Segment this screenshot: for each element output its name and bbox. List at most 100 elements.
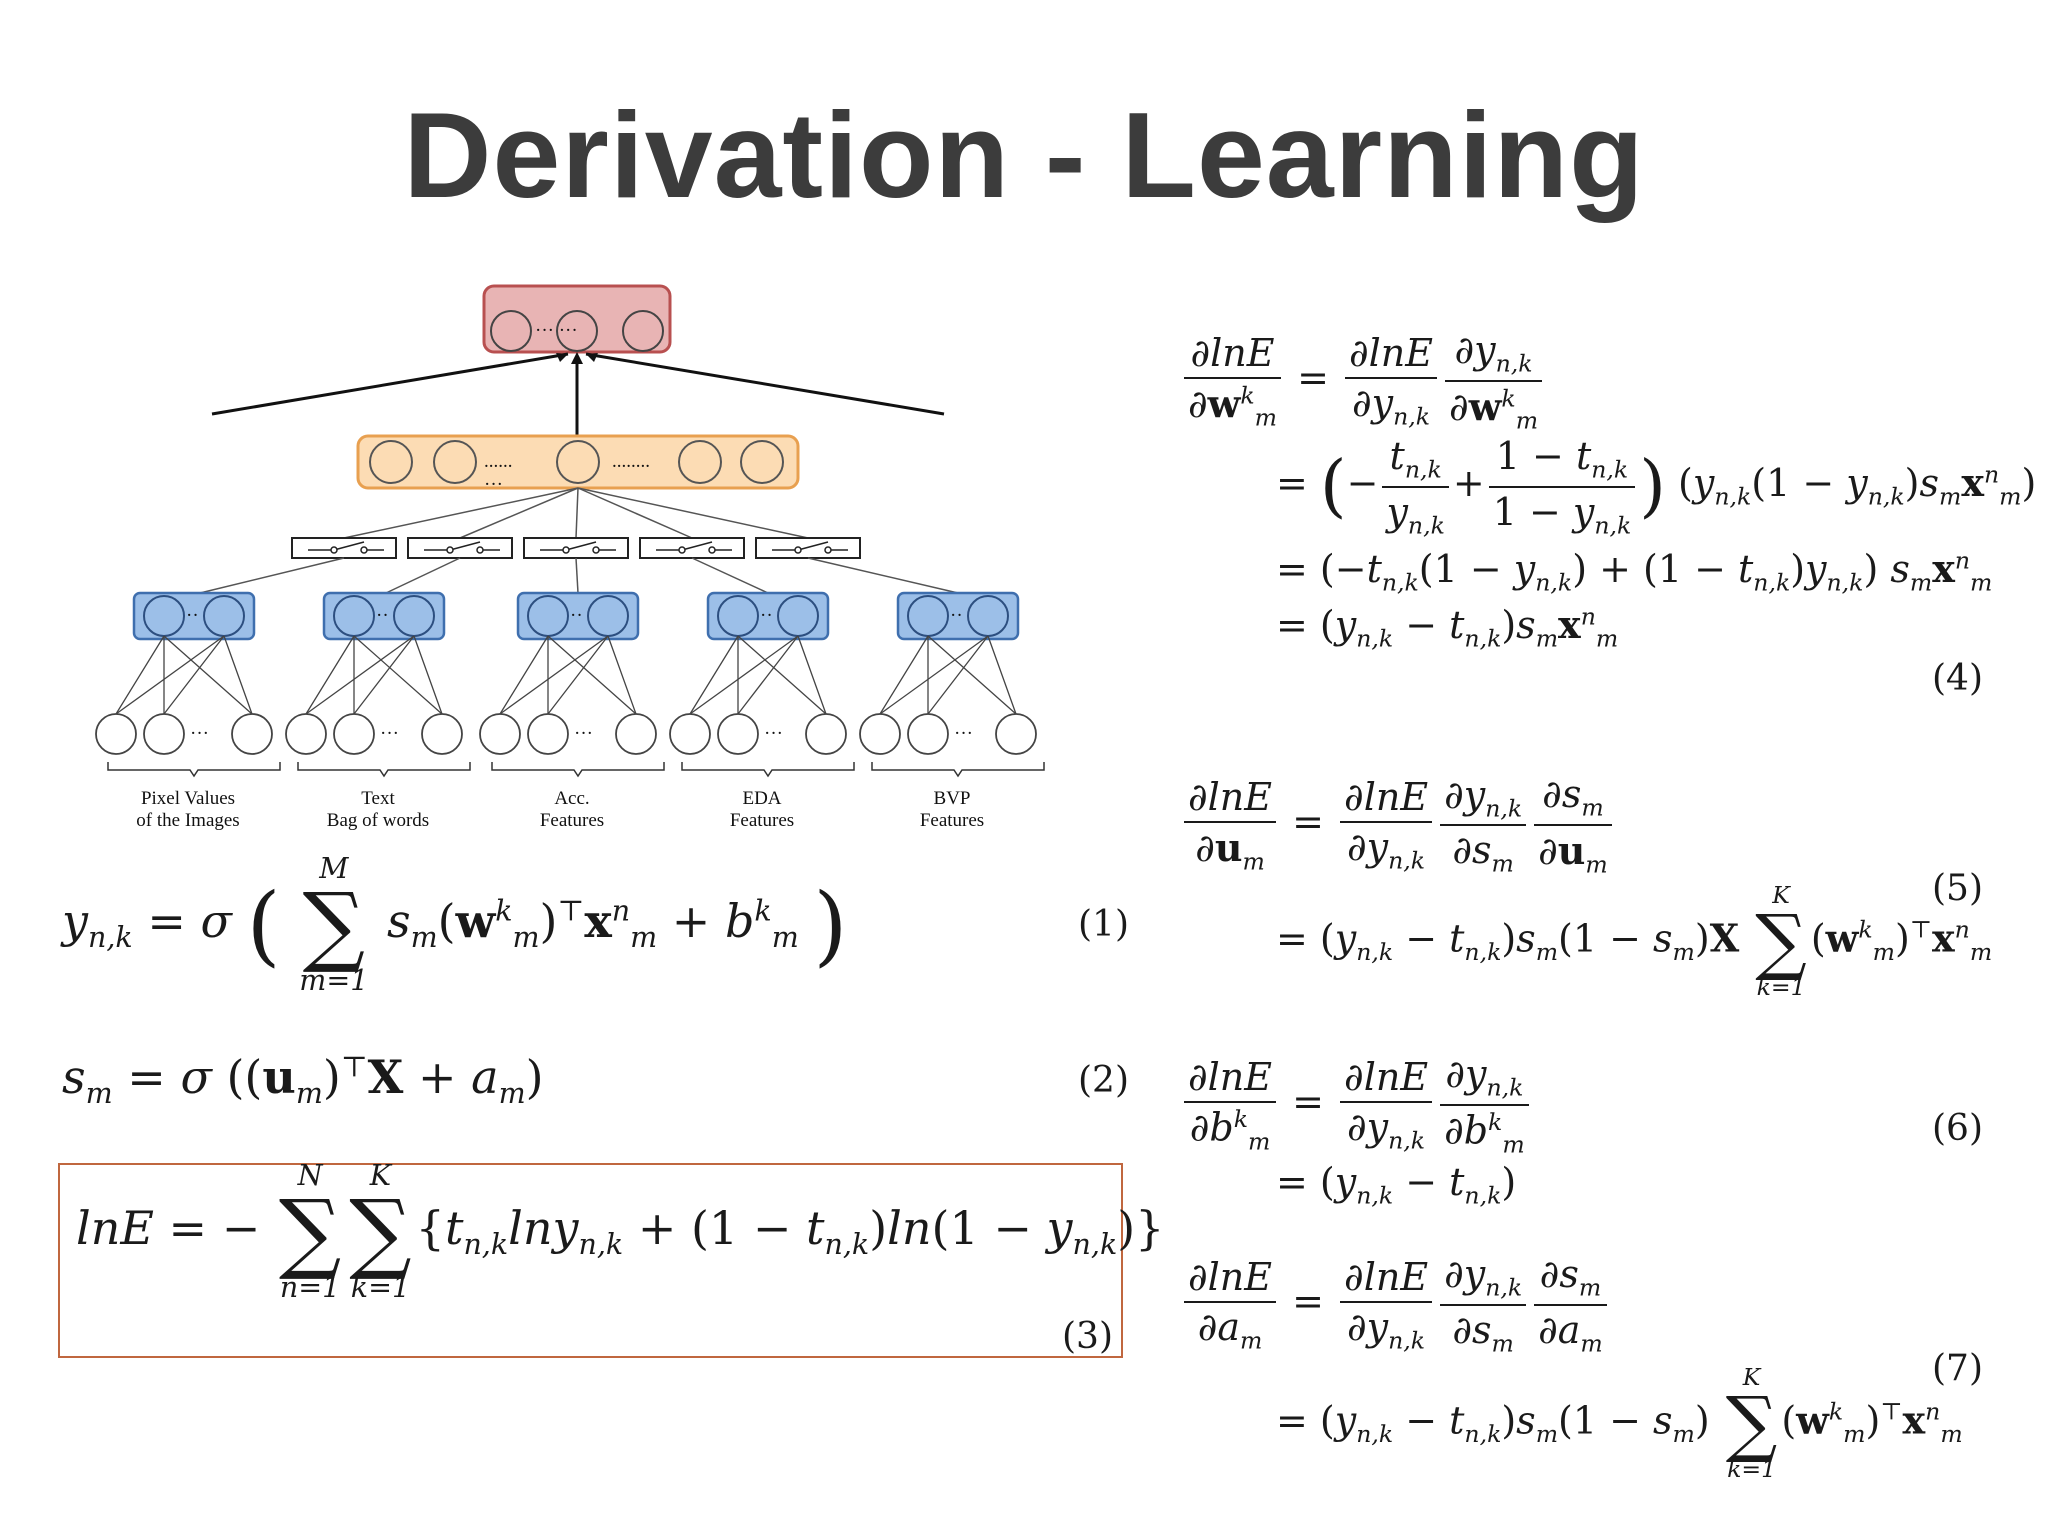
hidden-dots-below: ··· [484, 474, 503, 495]
input-node [907, 713, 949, 755]
arrow [211, 352, 569, 416]
modality-group: ·····Acc.Features [479, 591, 665, 831]
input-node [231, 713, 273, 755]
input-node [859, 713, 901, 755]
modality-label-line2: Bag of words [327, 810, 429, 831]
fan-lines [343, 487, 809, 539]
equation-number-7: (7) [1932, 1348, 1983, 1389]
slide-title: Derivation - Learning [403, 87, 1645, 223]
equation-number-5: (5) [1932, 868, 1983, 909]
modality-node [333, 595, 375, 637]
input-dots: ··· [574, 723, 593, 744]
modality-label-line2: Features [920, 810, 984, 831]
modality-node [203, 595, 245, 637]
equation-4-line-1: ∂lnE∂wkm = ∂lnE∂yn,k∂yn,k∂wkm [1180, 328, 1546, 434]
gate-switch [291, 537, 397, 559]
equation-6-line-1: ∂lnE∂bkm = ∂lnE∂yn,k∂yn,k∂bkm [1180, 1052, 1533, 1158]
equation-2: sm = σ ((um)⊤X + am) [62, 1050, 544, 1111]
equation-4-line-3: = (−tn,k(1 − yn,k) + (1 − tn,k)yn,k) smx… [1276, 546, 1993, 597]
input-node [995, 713, 1037, 755]
output-node [556, 310, 598, 352]
group-brace [871, 762, 1045, 778]
output-dots: ··· ··· [535, 320, 578, 341]
hidden-node [369, 440, 413, 484]
equation-number-6: (6) [1932, 1108, 1983, 1149]
group-brace [491, 762, 665, 778]
gate-switch [755, 537, 861, 559]
equation-7-line-1: ∂lnE∂am = ∂lnE∂yn,k∂yn,k∂sm∂sm∂am [1180, 1252, 1611, 1357]
arrow-head [556, 353, 568, 362]
modality-node [393, 595, 435, 637]
equation-7-line-2: = (yn,k − tn,k)sm(1 − sm) K∑k=1(wkm)⊤xnm [1276, 1363, 1963, 1484]
equation-number-1: (1) [1078, 904, 1129, 945]
group-brace [297, 762, 471, 778]
equation-5-line-2: = (yn,k − tn,k)sm(1 − sm)X K∑k=1(wkm)⊤xn… [1276, 881, 1993, 1002]
equation-1: yn,k = σ ( M∑m=1 sm(wkm)⊤xnm + bkm ) [62, 852, 848, 997]
hidden-dots-mid: ........ [612, 451, 650, 472]
modality-label-line2: Features [540, 810, 604, 831]
input-dots: ··· [380, 723, 399, 744]
equation-4-line-4: = (yn,k − tn,k)smxnm [1276, 602, 1619, 653]
modality-label-line1: Acc. [554, 788, 589, 809]
modality-node [143, 595, 185, 637]
group-dots: ·· [376, 605, 389, 626]
input-node [805, 713, 847, 755]
modality-node [527, 595, 569, 637]
modality-label-line1: BVP [934, 788, 971, 809]
equation-number-3: (3) [1062, 1316, 1113, 1357]
group-brace [681, 762, 855, 778]
input-node [421, 713, 463, 755]
modality-label-line1: EDA [742, 788, 781, 809]
output-node [622, 310, 664, 352]
modality-node [777, 595, 819, 637]
input-node [717, 713, 759, 755]
arrow-head [571, 352, 583, 364]
modality-node [717, 595, 759, 637]
arrow-head [586, 353, 598, 362]
modality-node [587, 595, 629, 637]
equation-number-2: (2) [1078, 1060, 1129, 1101]
group-dots: ·· [570, 605, 583, 626]
equation-5-line-1: ∂lnE∂um = ∂lnE∂yn,k∂yn,k∂sm∂sm∂um [1180, 772, 1616, 878]
equation-number-4: (4) [1932, 658, 1983, 699]
gate-switch [407, 537, 513, 559]
gate-switch [639, 537, 745, 559]
input-node [143, 713, 185, 755]
hidden-node [433, 440, 477, 484]
input-node [333, 713, 375, 755]
output-node [490, 310, 532, 352]
hidden-node [556, 440, 600, 484]
input-dots: ··· [954, 723, 973, 744]
group-dots: ·· [186, 605, 199, 626]
input-node [669, 713, 711, 755]
network-diagram: ··· ··· ...... ........ ··· ·····Pixel V… [95, 284, 1045, 831]
input-node [615, 713, 657, 755]
input-dots: ··· [764, 723, 783, 744]
input-node [479, 713, 521, 755]
modality-label-line1: Pixel Values [141, 788, 235, 809]
input-dots: ··· [190, 723, 209, 744]
modality-label-line1: Text [361, 788, 395, 809]
gate-switch [523, 537, 629, 559]
hidden-node [740, 440, 784, 484]
hidden-node [678, 440, 722, 484]
arrow [585, 352, 945, 416]
gate-lines [199, 557, 959, 594]
modality-label-line2: of the Images [136, 810, 239, 831]
group-dots: ·· [950, 605, 963, 626]
modality-node [907, 595, 949, 637]
modality-node [967, 595, 1009, 637]
gates [291, 537, 861, 559]
loss-equation-box [58, 1163, 1123, 1358]
input-node [95, 713, 137, 755]
group-dots: ·· [760, 605, 773, 626]
group-brace [107, 762, 281, 778]
modality-label-line2: Features [730, 810, 794, 831]
